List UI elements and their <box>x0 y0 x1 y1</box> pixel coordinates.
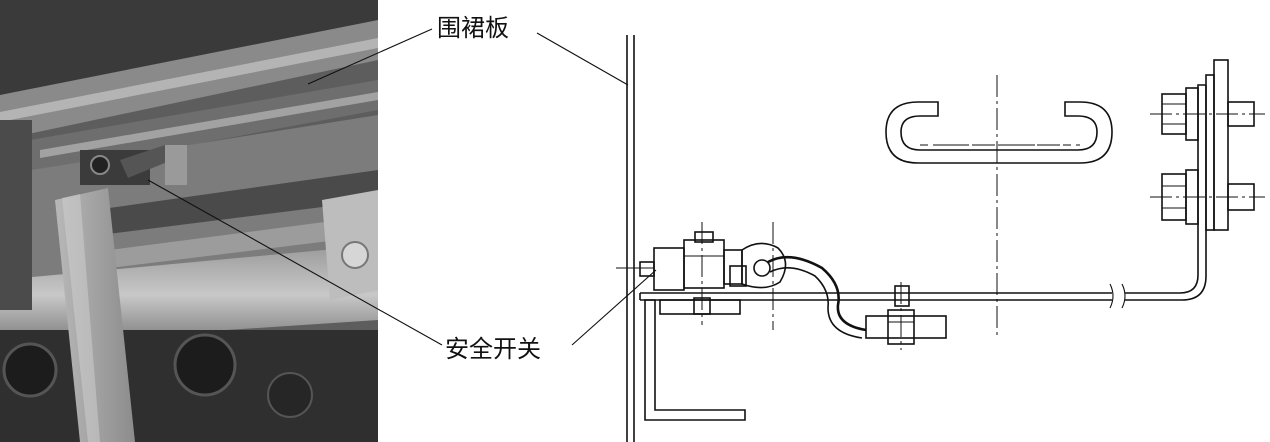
upper-bolt <box>1150 87 1265 141</box>
plate-bend-outer <box>1125 225 1207 301</box>
slot-outline <box>885 101 1113 164</box>
skirt-panel-leader-left <box>307 28 433 85</box>
flange-spacer <box>1205 74 1215 231</box>
switch-body <box>683 239 725 289</box>
switch-mount-bracket <box>659 299 741 315</box>
lower-bolt <box>1150 169 1265 225</box>
switch-cap <box>694 231 714 243</box>
label-skirt-panel: 围裙板 <box>307 14 629 86</box>
switch-cable-inner <box>769 267 863 339</box>
angle-bracket <box>644 299 746 421</box>
technical-drawing <box>616 35 1265 442</box>
switch-connector-tab <box>729 265 747 287</box>
plate-bend-inner <box>1125 225 1199 294</box>
switch-gland-nut <box>753 259 771 277</box>
escalator-photo <box>0 0 378 442</box>
safety-switch-leader-left <box>147 179 443 346</box>
skirt-panel-leader-right <box>536 32 629 86</box>
label-safety-switch: 安全开关 <box>147 179 657 363</box>
flange-plate <box>1213 59 1229 231</box>
slot-shapes <box>885 75 1113 335</box>
safety-switch-label: 安全开关 <box>445 335 541 363</box>
safety-switch-leader-right <box>571 269 657 346</box>
clamp-screw <box>894 285 910 307</box>
switch-cable <box>767 255 867 332</box>
skirt-panel-label: 围裙板 <box>437 14 509 42</box>
switch-body-front <box>653 247 685 291</box>
riser-plate-left <box>1197 84 1206 225</box>
cable-clamp <box>865 315 947 339</box>
safety-switch-drawing <box>616 222 947 350</box>
switch-connector <box>723 249 743 285</box>
break-mark-right <box>1121 283 1126 309</box>
break-mark-left <box>1109 283 1114 309</box>
switch-cable-gland <box>741 242 787 289</box>
